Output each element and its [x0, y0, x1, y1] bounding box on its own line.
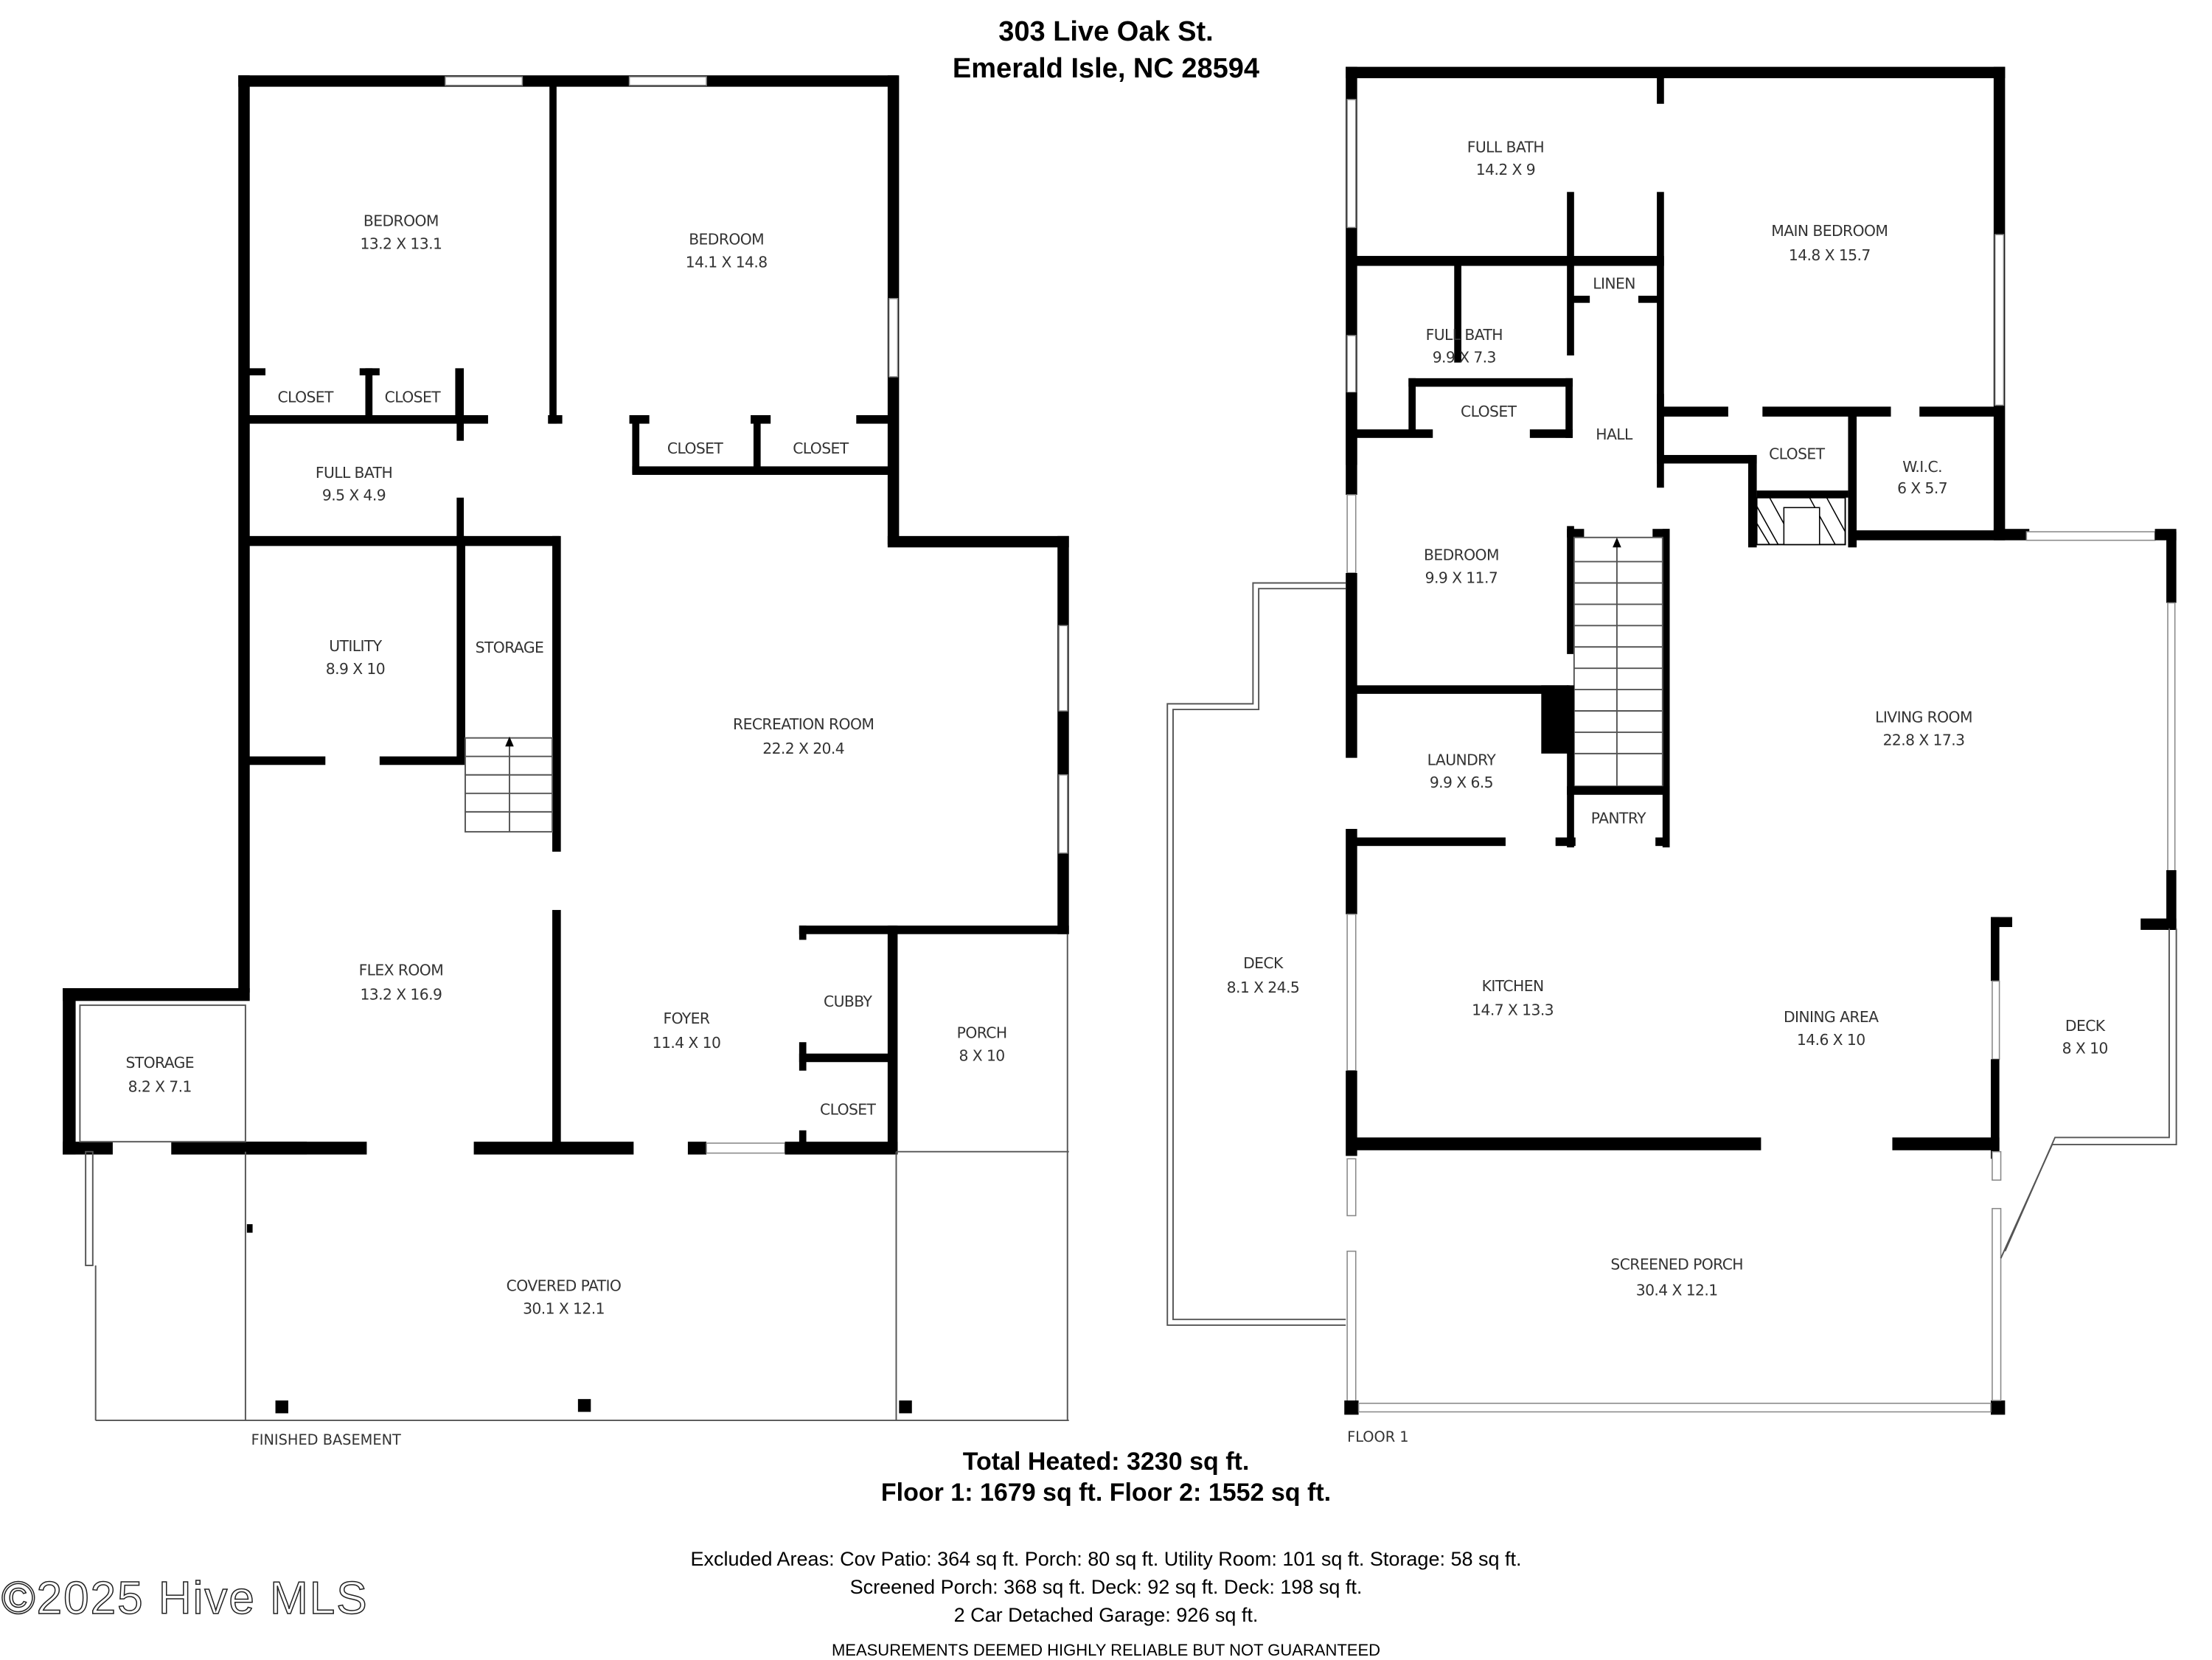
room-dimensions: 9.5 X 4.9 [322, 487, 386, 504]
stairs-up-arrow-icon [1613, 537, 1621, 548]
room-dimensions: 6 X 5.7 [1897, 479, 1947, 497]
room-dimensions: 11.4 X 10 [653, 1034, 721, 1052]
room-dimensions: 14.2 X 9 [1476, 161, 1535, 178]
room-label: LINEN [1593, 274, 1635, 292]
room-label: KITCHEN [1482, 977, 1544, 995]
room-label: DECK [1243, 954, 1284, 972]
room-dimensions: 22.2 X 20.4 [762, 740, 844, 757]
room-label: FULL BATH [1426, 326, 1503, 344]
room-dimensions: 30.4 X 12.1 [1636, 1281, 1718, 1299]
room-label: BEDROOM [364, 212, 439, 230]
room-label: PANTRY [1591, 809, 1646, 827]
room-label: RECREATION ROOM [733, 715, 874, 733]
room-dimensions: 13.2 X 13.1 [360, 235, 442, 252]
address-line-1: 303 Live Oak St. [998, 16, 1214, 47]
room-dimensions: 8 X 10 [959, 1046, 1005, 1064]
room-dimensions: 8 X 10 [2062, 1040, 2108, 1058]
room-label: CUBBY [824, 993, 872, 1010]
floor1-plan: FULL BATH 14.2 X 9 MAIN BEDROOM 14.8 X 1… [1166, 66, 2177, 1445]
excluded-areas-line-2: Screened Porch: 368 sq ft. Deck: 92 sq f… [849, 1576, 1363, 1598]
room-label: LAUNDRY [1427, 751, 1497, 768]
room-dimensions: 22.8 X 17.3 [1883, 731, 1965, 749]
room-dimensions: 14.1 X 14.8 [686, 254, 768, 271]
room-label: MAIN BEDROOM [1771, 222, 1888, 240]
room-label: CLOSET [667, 440, 724, 457]
room-label: FLEX ROOM [359, 962, 444, 979]
excluded-areas-line-3: 2 Car Detached Garage: 926 sq ft. [953, 1604, 1259, 1626]
room-label: DECK [2065, 1017, 2106, 1035]
floor1-floor-label: FLOOR 1 [1347, 1428, 1409, 1445]
room-label: FULL BATH [1467, 138, 1544, 156]
room-dimensions: 8.2 X 7.1 [128, 1078, 192, 1096]
room-dimensions: 13.2 X 16.9 [360, 985, 442, 1003]
room-label: FULL BATH [316, 464, 392, 482]
room-label: BEDROOM [1424, 546, 1499, 564]
room-label: DINING AREA [1784, 1008, 1879, 1026]
room-dimensions: 14.6 X 10 [1797, 1031, 1865, 1049]
room-label: CLOSET [1769, 445, 1826, 463]
fireplace-icon [1756, 496, 1846, 546]
room-dimensions: 8.9 X 10 [326, 660, 385, 678]
room-dimensions: 8.1 X 24.5 [1227, 979, 1300, 996]
room-label: CLOSET [1461, 403, 1517, 420]
room-label: CLOSET [820, 1101, 877, 1119]
room-label: STORAGE [125, 1054, 194, 1072]
room-label: CLOSET [277, 389, 334, 406]
total-heated: Total Heated: 3230 sq ft. [962, 1448, 1250, 1476]
room-dimensions: 14.8 X 15.7 [1789, 246, 1871, 264]
room-label: W.I.C. [1902, 458, 1942, 476]
room-label: COVERED PATIO [507, 1277, 622, 1295]
room-label: CLOSET [385, 389, 442, 406]
disclaimer: MEASUREMENTS DEEMED HIGHLY RELIABLE BUT … [831, 1641, 1381, 1659]
room-label: CLOSET [793, 440, 849, 457]
room-dimensions: 30.1 X 12.1 [523, 1300, 605, 1318]
room-dimensions: 9.9 X 7.3 [1433, 349, 1496, 367]
room-label: BEDROOM [689, 231, 764, 249]
floor1-stairs [1573, 536, 1663, 788]
room-label: FOYER [663, 1010, 709, 1027]
room-label: PORCH [957, 1024, 1007, 1041]
room-dimensions: 9.9 X 11.7 [1425, 569, 1498, 587]
room-label: HALL [1596, 426, 1633, 443]
room-label: STORAGE [476, 639, 544, 656]
basement-plan: BEDROOM 13.2 X 13.1 BEDROOM 14.1 X 14.8 … [63, 75, 1069, 1448]
room-label: UTILITY [329, 637, 382, 655]
room-label: SCREENED PORCH [1610, 1256, 1743, 1274]
address-line-2: Emerald Isle, NC 28594 [952, 53, 1260, 84]
stairs-up-arrow-icon [505, 736, 514, 747]
excluded-areas-line-1: Excluded Areas: Cov Patio: 364 sq ft. Po… [690, 1548, 1522, 1570]
room-dimensions: 14.7 X 13.3 [1472, 1001, 1554, 1019]
floor-totals: Floor 1: 1679 sq ft. Floor 2: 1552 sq ft… [880, 1479, 1332, 1507]
basement-stairs [465, 736, 553, 833]
copyright-watermark: ©2025 Hive MLS [1, 1572, 369, 1625]
basement-floor-label: FINISHED BASEMENT [251, 1431, 401, 1448]
room-dimensions: 9.9 X 6.5 [1430, 774, 1493, 791]
room-label: LIVING ROOM [1875, 708, 1972, 726]
